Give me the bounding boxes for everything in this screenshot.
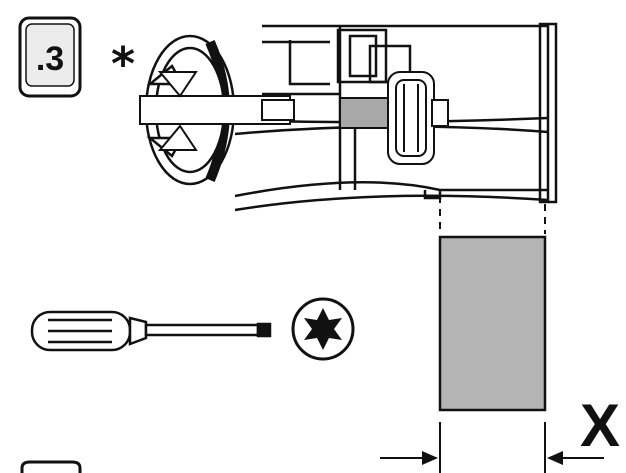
note-asterisk: *	[111, 37, 135, 91]
screwdriver-icon	[30, 310, 272, 352]
dimension-lines	[380, 422, 604, 473]
next-step-badge	[20, 460, 82, 473]
rotation-arrow-heads	[157, 71, 198, 151]
guide-lines	[439, 196, 546, 234]
torx-icon	[291, 297, 355, 361]
step-number: .3	[36, 40, 64, 78]
dimension-label: X	[580, 392, 620, 459]
step-badge: .3	[18, 16, 82, 98]
spacer-block	[438, 235, 547, 412]
bolt-nut	[339, 71, 449, 165]
screwdriver-shaft-icon	[139, 95, 295, 125]
dimension-arrow-heads	[422, 451, 563, 465]
